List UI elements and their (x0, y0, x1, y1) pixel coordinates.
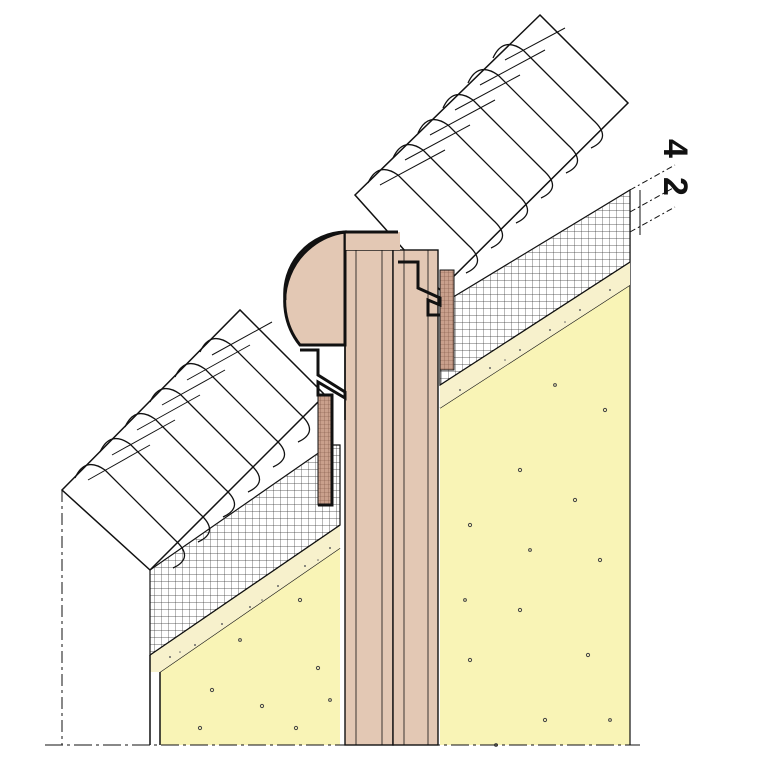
expansion-joint-profile (344, 249, 439, 746)
edge-strip-right (398, 260, 455, 371)
dimension-label-upper: 4 (656, 139, 694, 158)
reinforcement-mesh-left (149, 444, 341, 657)
edge-strip-left (300, 348, 347, 507)
substrate-speckles (197, 383, 612, 747)
dimension-lines (629, 164, 676, 235)
joint-seal-bulb (283, 230, 400, 420)
break-lines (45, 14, 640, 746)
dimension-label-lower: 2 (656, 177, 694, 196)
